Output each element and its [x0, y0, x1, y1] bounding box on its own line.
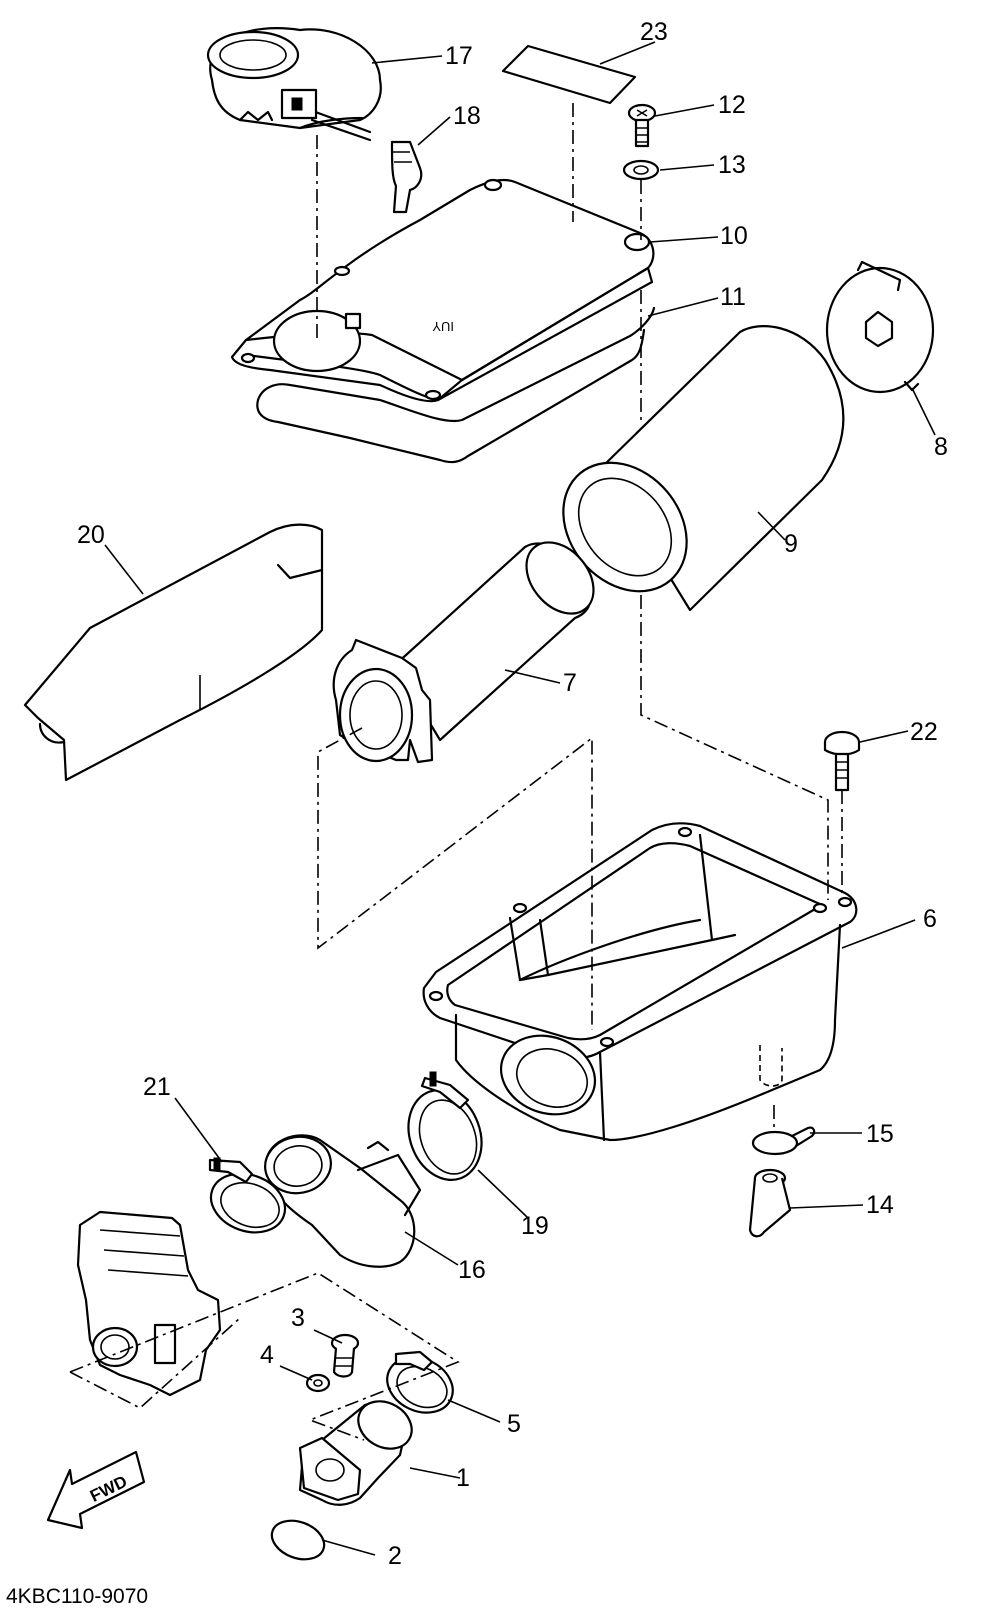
callout-20: 20 — [77, 521, 105, 549]
callout-3: 3 — [291, 1304, 305, 1332]
callout-1: 1 — [456, 1464, 470, 1492]
part-15-clip — [751, 1126, 816, 1156]
part-20-shield-plate — [23, 523, 324, 782]
callout-14: 14 — [866, 1191, 894, 1219]
callout-labels: 1 2 3 4 5 6 7 8 9 10 11 12 13 14 15 16 1… — [77, 18, 948, 1570]
part-21-clamp — [208, 1157, 287, 1234]
callout-2: 2 — [388, 1542, 402, 1570]
part-7-filter-guide — [332, 541, 595, 764]
callout-4: 4 — [260, 1341, 274, 1369]
part-13-washer — [622, 159, 660, 181]
callout-5: 5 — [507, 1410, 521, 1438]
callout-8: 8 — [934, 433, 948, 461]
part-10-airbox-cover: IUY — [230, 178, 655, 403]
callout-13: 13 — [718, 151, 746, 179]
callout-21: 21 — [143, 1073, 171, 1101]
fwd-arrow: FWD — [46, 1450, 146, 1530]
callout-7: 7 — [563, 669, 577, 697]
part-14-drain-cap — [748, 1168, 792, 1238]
part-12-screw — [627, 103, 657, 148]
callout-18: 18 — [453, 102, 481, 130]
callout-12: 12 — [718, 91, 746, 119]
callout-17: 17 — [445, 42, 473, 70]
part-8-end-cap — [825, 260, 935, 394]
callout-6: 6 — [923, 905, 937, 933]
callout-9: 9 — [784, 530, 798, 558]
part-3-bolt — [330, 1333, 360, 1378]
callout-19: 19 — [521, 1212, 549, 1240]
catalog-code: 4KBC110-9070 — [6, 1585, 148, 1608]
callout-23: 23 — [640, 18, 668, 46]
part-19-clamp — [407, 1071, 483, 1181]
part-23-label — [501, 44, 637, 105]
part-1-carb-joint — [298, 1400, 413, 1506]
part-18-breather-elbow — [390, 140, 423, 214]
callout-15: 15 — [866, 1120, 894, 1148]
callout-22: 22 — [910, 718, 938, 746]
engine-reference — [76, 1210, 222, 1397]
part-6-filter-case — [422, 822, 858, 1142]
callout-11: 11 — [720, 283, 746, 311]
part-16-intake-joint — [264, 1134, 422, 1268]
callout-16: 16 — [458, 1256, 486, 1284]
part-22-bolt — [823, 730, 861, 792]
part-5-clamp — [386, 1350, 454, 1414]
lid-stamp-text: IUY — [432, 319, 454, 334]
leader-lines — [104, 41, 936, 1556]
part-4-washer — [305, 1373, 331, 1393]
part-2-o-ring — [270, 1519, 326, 1561]
part-17-intake-duct — [206, 27, 382, 142]
alignment-lines — [69, 103, 843, 1441]
part-9-filter-element — [562, 325, 845, 612]
callout-10: 10 — [720, 222, 748, 250]
part-11-lid-gasket — [256, 306, 656, 464]
